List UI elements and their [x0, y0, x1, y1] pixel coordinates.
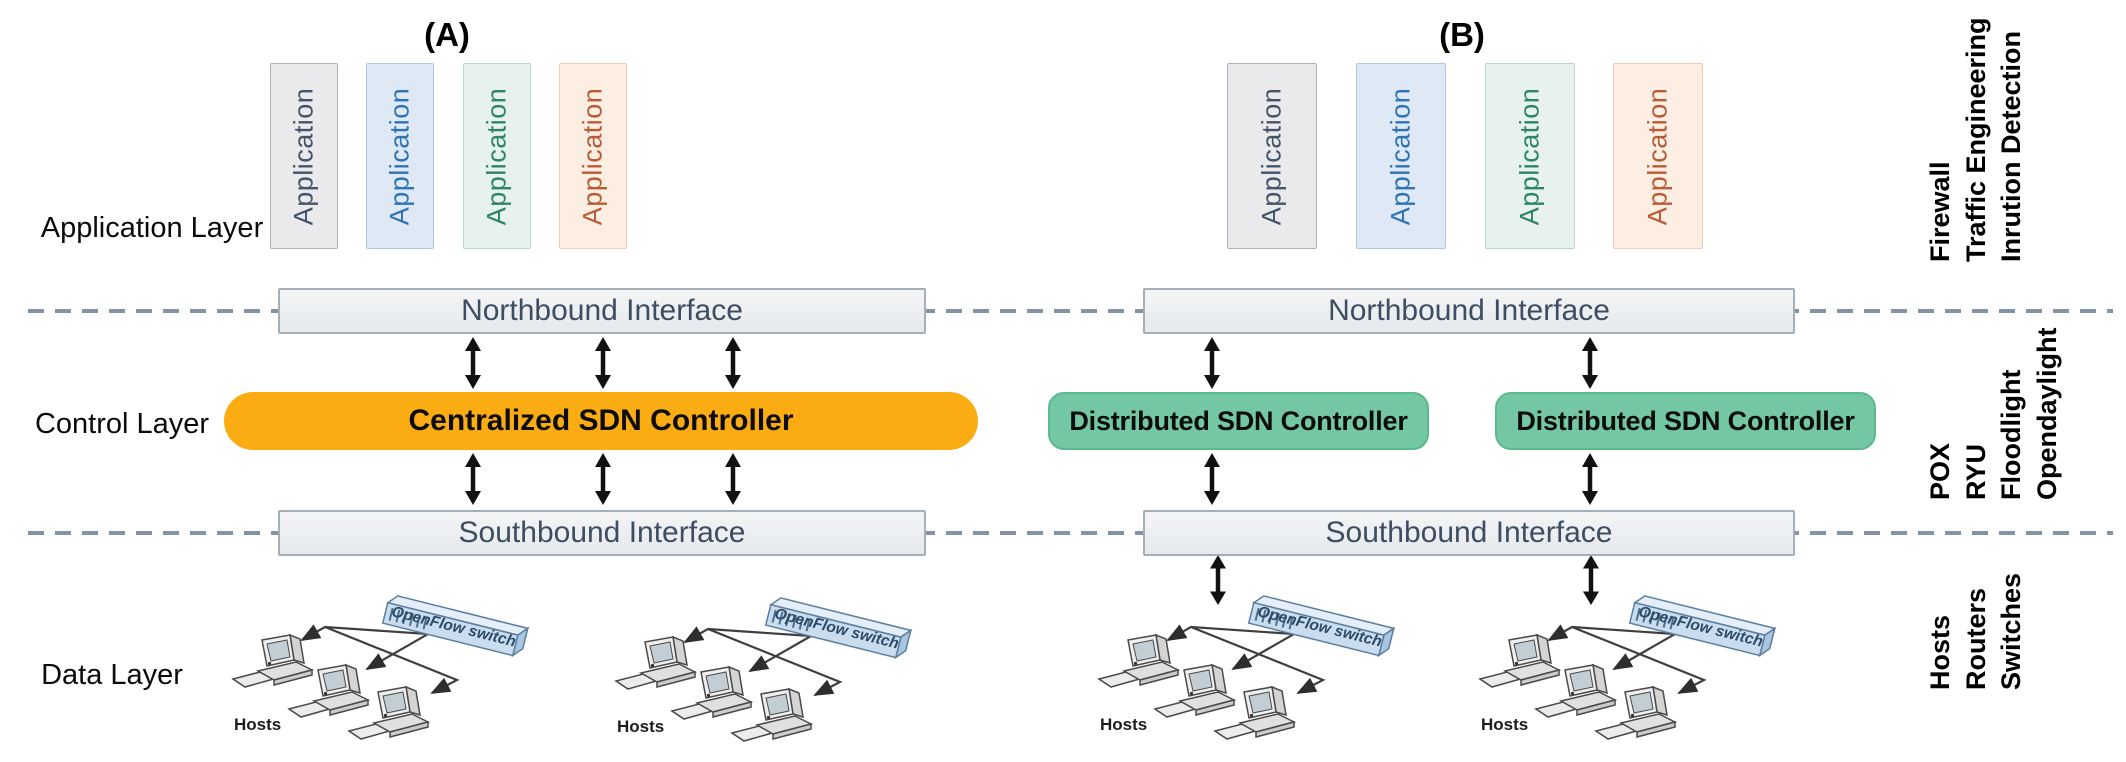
annotation-line: RYU [1960, 443, 1991, 500]
application-box: Application [463, 63, 531, 249]
distributed-sdn-controller: Distributed SDN Controller [1048, 392, 1429, 450]
annotation-line: Firewall [1925, 161, 1955, 262]
annotation-line: Floodlight [1996, 369, 2026, 500]
double-arrow-icon [595, 453, 611, 505]
double-arrow-icon [1583, 554, 1599, 606]
connection-lines [1547, 624, 1707, 694]
application-box-label: Application [1642, 87, 1673, 225]
double-arrow-icon [725, 453, 741, 505]
double-arrow-icon [1210, 554, 1226, 606]
annotation-line: Switches [1996, 572, 2026, 690]
application-box: Application [1227, 63, 1317, 249]
connection-lines [1166, 624, 1326, 694]
network-cluster: OpenFlow switch Hosts [232, 593, 529, 740]
double-arrow-icon [1204, 337, 1220, 389]
application-box: Application [366, 63, 434, 249]
annotation-line: Routers [1960, 587, 1991, 690]
application-box-label: Application [384, 87, 415, 225]
application-box: Application [1613, 63, 1703, 249]
panel-a-title: (A) [424, 16, 470, 53]
host-computer-icon [1595, 686, 1676, 740]
double-arrow-icon [1582, 337, 1598, 389]
annotation-line: Opendaylight [2031, 327, 2062, 500]
southbound-interface-bar: Southbound Interface [278, 510, 926, 556]
double-arrow-icon [595, 337, 611, 389]
application-box-label: Application [288, 87, 319, 225]
data-examples-label: Hosts Routers Switches [1923, 560, 2030, 690]
panel-b-title: (B) [1439, 16, 1485, 53]
connection-lines [683, 626, 843, 696]
double-arrow-icon [465, 453, 481, 505]
application-layer-label: Application Layer [40, 212, 264, 244]
annotation-line: Inrution Detection [1996, 31, 2026, 262]
centralized-sdn-controller: Centralized SDN Controller [224, 392, 978, 450]
annotation-line: POX [1925, 442, 1955, 500]
double-arrow-icon [1582, 453, 1598, 505]
double-arrow-icon [465, 337, 481, 389]
host-computer-icon [615, 636, 696, 690]
application-examples-label: Firewall Traffic Engineering Inrution De… [1923, 17, 2030, 262]
application-box-label: Application [481, 87, 512, 225]
hosts-label: Hosts [234, 715, 281, 734]
network-cluster: OpenFlow switch Hosts [1479, 593, 1776, 740]
hosts-label: Hosts [1481, 715, 1528, 734]
application-box: Application [1485, 63, 1575, 249]
southbound-interface-bar: Southbound Interface [1143, 510, 1795, 556]
hosts-label: Hosts [1100, 715, 1147, 734]
controller-examples-label: POX RYU Floodlight Opendaylight [1923, 327, 2065, 500]
network-cluster: OpenFlow switch Hosts [1098, 593, 1395, 740]
data-layer-label: Data Layer [41, 659, 183, 691]
application-box-label: Application [1385, 87, 1416, 225]
hosts-label: Hosts [617, 717, 664, 736]
dashed-separator-app-control [28, 309, 2113, 313]
network-cluster: OpenFlow switch Hosts [615, 595, 912, 742]
distributed-sdn-controller: Distributed SDN Controller [1495, 392, 1876, 450]
dashed-separator-control-data [28, 531, 2113, 535]
double-arrow-icon [725, 337, 741, 389]
application-box: Application [1356, 63, 1446, 249]
annotation-line: Traffic Engineering [1960, 17, 1991, 262]
host-computer-icon [1479, 634, 1560, 688]
annotation-line: Hosts [1925, 614, 1955, 690]
northbound-interface-bar: Northbound Interface [1143, 288, 1795, 334]
application-box-label: Application [1514, 87, 1545, 225]
application-box: Application [270, 63, 338, 249]
host-computer-icon [1098, 634, 1179, 688]
host-computer-icon [348, 686, 429, 740]
control-layer-label: Control Layer [34, 408, 210, 440]
application-box: Application [559, 63, 627, 249]
northbound-interface-bar: Northbound Interface [278, 288, 926, 334]
host-computer-icon [232, 634, 313, 688]
host-computer-icon [1214, 686, 1295, 740]
connection-lines [300, 624, 460, 694]
application-box-label: Application [577, 87, 608, 225]
application-box-label: Application [1256, 87, 1287, 225]
double-arrow-icon [1204, 453, 1220, 505]
host-computer-icon [731, 688, 812, 742]
